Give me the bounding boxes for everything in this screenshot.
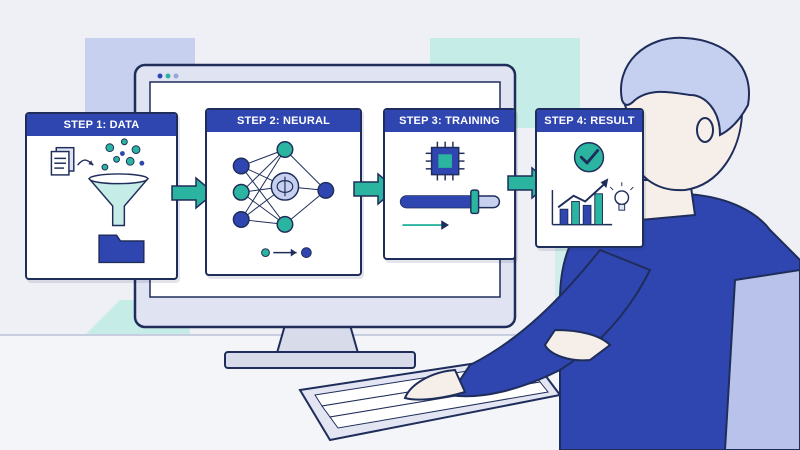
step-card-neural-network: STEP 2: NEURAL NETWORK (205, 108, 362, 276)
training-progress-bar (399, 189, 501, 215)
step-3-title: STEP 3: TRAINING (385, 110, 514, 132)
growth-chart-icon (551, 178, 613, 226)
step-card-result: STEP 4: RESULT (535, 108, 644, 248)
person-hair (619, 36, 751, 137)
neural-network-icon (207, 132, 360, 274)
lightbulb-icon (609, 182, 634, 211)
person-arm (448, 248, 652, 398)
folder-icon (98, 234, 145, 264)
person-hand (403, 368, 467, 401)
step-4-title: STEP 4: RESULT (537, 110, 642, 132)
step-2-title: STEP 2: NEURAL NETWORK (207, 110, 360, 149)
documents-icon (50, 146, 75, 176)
step-card-training: STEP 3: TRAINING (383, 108, 516, 260)
monitor-base (224, 351, 416, 369)
person-hand-mouse (543, 328, 612, 362)
checkmark-icon (573, 142, 605, 173)
arrow-right-icon (441, 220, 450, 230)
funnel-icon (27, 136, 176, 278)
brain-icon (276, 176, 294, 197)
step-1-title: STEP 1: DATA (27, 114, 176, 136)
chip-icon (425, 141, 465, 181)
step-card-data: STEP 1: DATA (25, 112, 178, 280)
chair (723, 268, 800, 450)
